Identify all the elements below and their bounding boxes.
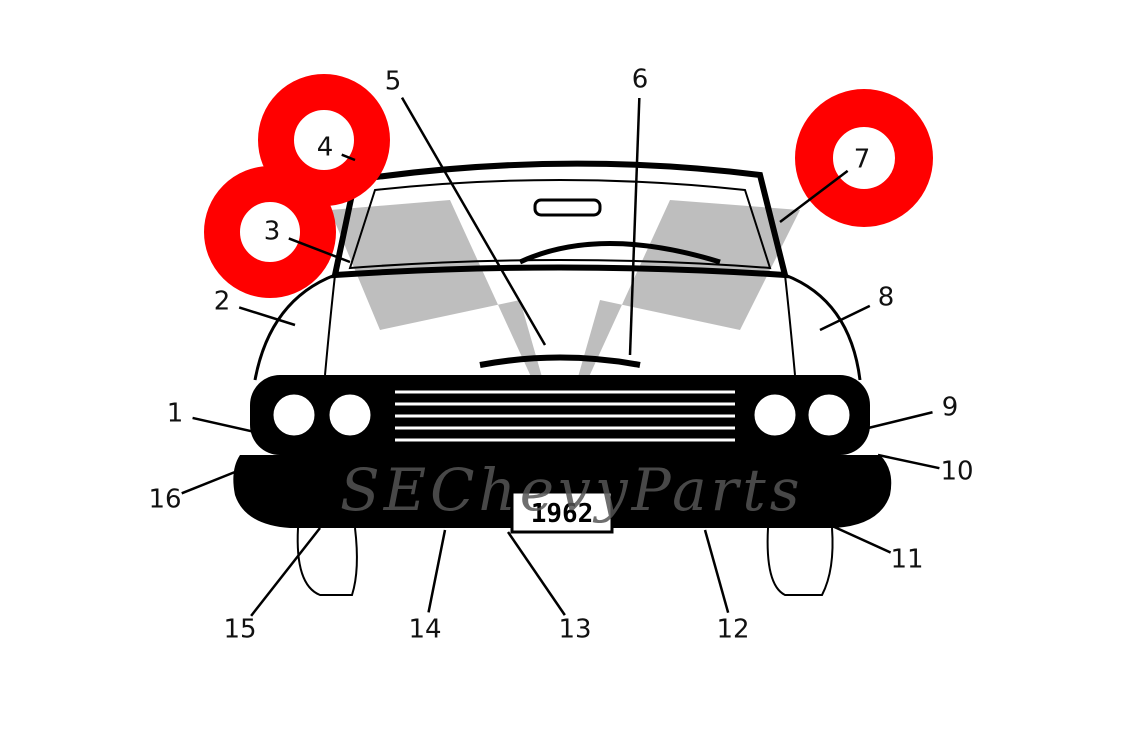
callout-label-5: 5	[385, 67, 402, 97]
callout-label-15: 15	[223, 615, 256, 645]
callout-label-3: 3	[264, 217, 281, 247]
callout-label-10: 10	[940, 457, 973, 487]
leader-line-13	[506, 531, 566, 616]
leader-line-4	[341, 153, 356, 162]
leader-line-12	[703, 529, 730, 614]
callout-label-12: 12	[716, 615, 749, 645]
grille	[250, 375, 870, 455]
tires	[296, 527, 834, 596]
watermark-emblem	[330, 200, 800, 440]
leader-line-15	[250, 527, 321, 617]
highlight-ring-7	[795, 89, 933, 227]
leader-line-6	[628, 97, 641, 356]
highlight-ring-4	[258, 74, 390, 206]
license-plate: 1962	[510, 490, 614, 534]
callout-label-8: 8	[878, 283, 895, 313]
callout-label-16: 16	[148, 485, 181, 515]
callout-label-4: 4	[317, 133, 334, 163]
callout-label-13: 13	[558, 615, 591, 645]
leader-lines	[181, 96, 940, 617]
leader-line-16	[181, 468, 241, 495]
leader-line-10	[877, 453, 940, 470]
leader-line-11	[829, 523, 892, 554]
callout-label-6: 6	[632, 65, 649, 95]
leader-line-8	[819, 304, 871, 332]
leader-line-1	[192, 416, 256, 434]
callout-label-2: 2	[214, 287, 231, 317]
leader-line-9	[859, 411, 933, 432]
leader-line-7	[779, 169, 849, 223]
callout-label-14: 14	[408, 615, 441, 645]
leader-line-5	[400, 96, 547, 346]
leader-line-14	[427, 529, 447, 613]
leader-line-3	[288, 237, 351, 264]
plate-text: 1962	[531, 499, 594, 529]
callout-label-9: 9	[942, 393, 959, 423]
watermark-text: SEChevyParts	[340, 456, 803, 524]
callout-label-1: 1	[167, 399, 184, 429]
headlights	[270, 391, 853, 439]
callout-label-7: 7	[854, 145, 871, 175]
highlight-rings	[204, 74, 933, 298]
highlight-ring-3	[204, 166, 336, 298]
car-body	[253, 160, 862, 381]
leader-line-2	[238, 306, 296, 327]
callout-label-11: 11	[890, 545, 923, 575]
